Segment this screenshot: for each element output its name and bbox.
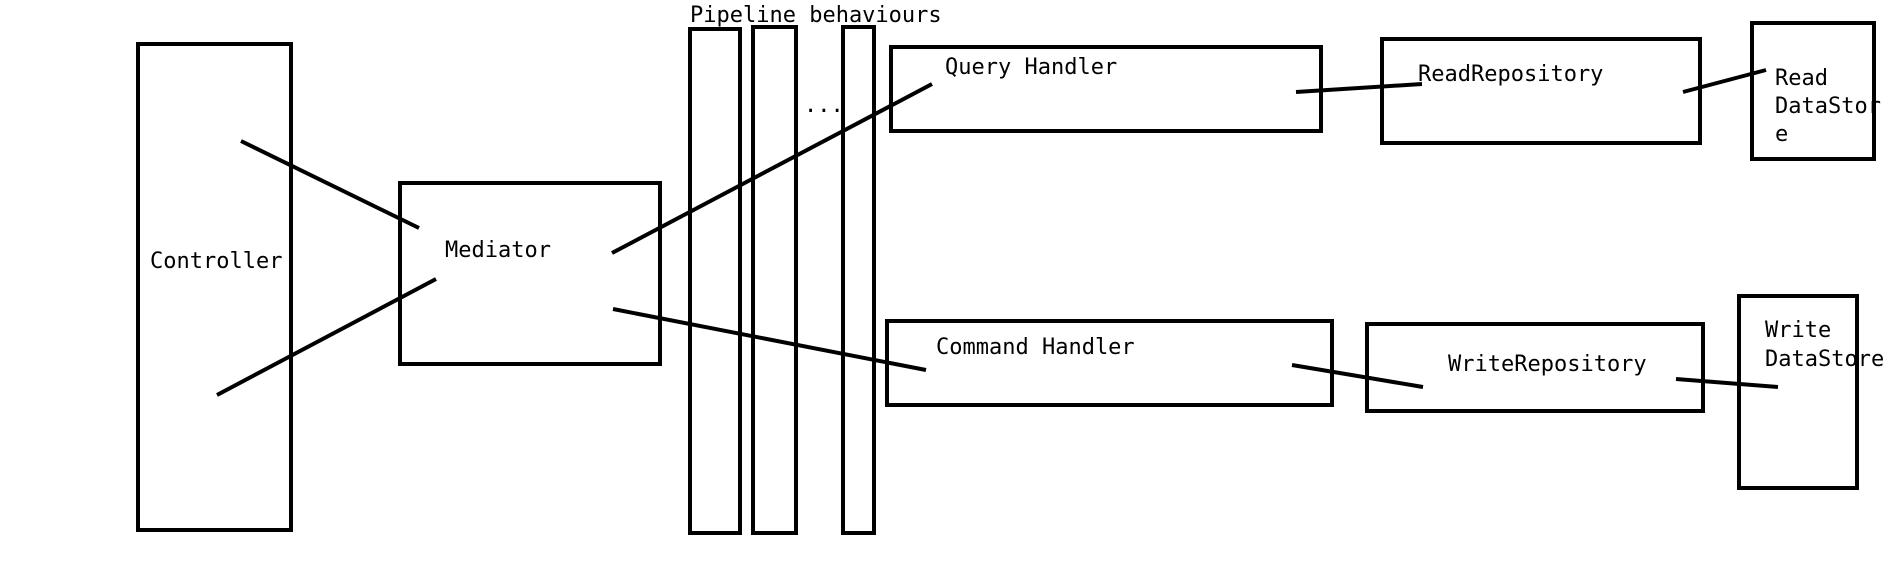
controller-to-mediator-line-upper: [240, 139, 420, 230]
pipeline-behaviours-title: Pipeline behaviours: [690, 3, 942, 28]
write-repository-to-write-datastore-line: [1675, 377, 1779, 389]
query-handler-to-read-repository-line: [1295, 82, 1423, 94]
read-datastore-label-line-1: Read: [1775, 66, 1828, 91]
controller-to-mediator-line-lower: [216, 277, 437, 397]
read-repository-box: [1380, 37, 1702, 145]
command-handler-box: [885, 319, 1334, 407]
pipeline-behaviour-bar-3: [841, 25, 876, 535]
mediator-to-query-handler-line: [611, 82, 933, 255]
pipeline-behaviour-bar-1: [688, 27, 742, 535]
controller-label: Controller: [150, 249, 282, 274]
mediator-box: [398, 181, 662, 366]
write-repository-box: [1365, 322, 1705, 413]
controller-box: [136, 42, 293, 532]
write-datastore-label-line-1: Write: [1765, 318, 1831, 343]
pipeline-ellipsis: ...: [804, 93, 844, 118]
mediator-label: Mediator: [445, 238, 551, 263]
write-datastore-label-line-2: DataStore: [1765, 347, 1883, 372]
mediator-to-command-handler-line: [612, 307, 927, 372]
write-repository-label: WriteRepository: [1448, 352, 1647, 377]
command-handler-to-write-repository-line: [1291, 363, 1424, 389]
read-datastore-label-line-3: e: [1775, 122, 1788, 147]
pipeline-behaviour-bar-2: [751, 25, 798, 535]
query-handler-label: Query Handler: [945, 55, 1117, 80]
write-datastore-box: [1737, 294, 1859, 490]
read-repository-to-read-datastore-line: [1682, 68, 1767, 94]
read-datastore-box: [1750, 21, 1876, 161]
read-datastore-label-line-2: DataStor: [1775, 94, 1881, 119]
command-handler-label: Command Handler: [936, 335, 1135, 360]
read-repository-label: ReadRepository: [1418, 62, 1603, 87]
